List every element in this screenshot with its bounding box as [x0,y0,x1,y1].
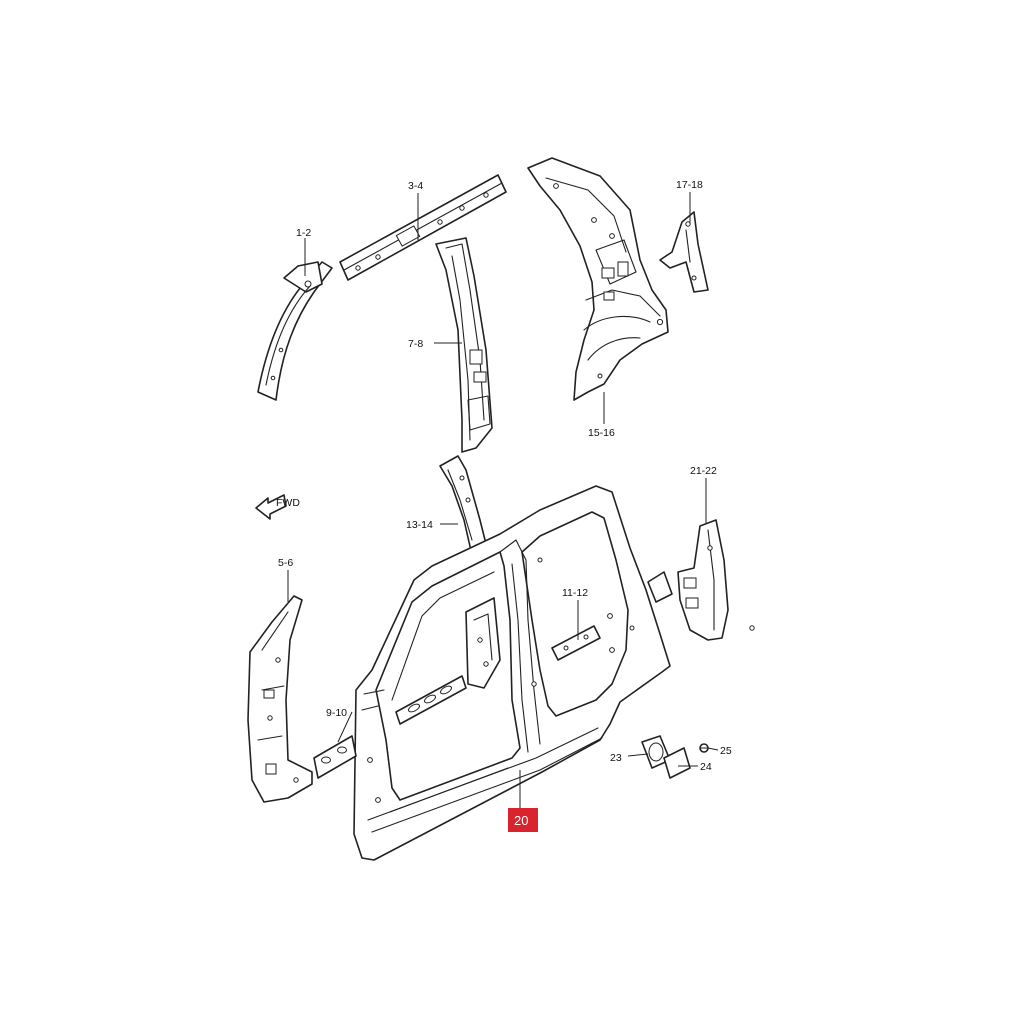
part-11-12-bracket-plate[interactable] [551,625,601,661]
callout-9-10: 9-10 [326,707,347,719]
part-3-4-roof-rail-inner[interactable] [339,174,507,281]
callout-5-6: 5-6 [278,557,293,569]
part-15-16-quarter-inner[interactable] [527,157,669,401]
leader-lines [287,192,719,808]
callout-11-12: 11-12 [562,587,588,599]
callout-13-14: 13-14 [406,519,433,531]
callout-24: 24 [700,761,712,773]
callout-15-16: 15-16 [588,427,615,439]
part-24-filler-lid[interactable] [663,747,691,779]
callout-7-8: 7-8 [408,338,423,350]
part-25-screw[interactable] [699,743,709,753]
part-9-10-sill-reinf[interactable] [313,735,357,779]
part-21-22-quarter-lower[interactable] [677,519,755,641]
callout-3-4: 3-4 [408,180,423,192]
callout-23: 23 [610,752,622,764]
callout-20-highlight[interactable]: 20 [508,808,538,832]
front-arrow-text: FWD [276,497,300,509]
part-17-18-rear-bracket[interactable] [659,211,709,293]
callout-20: 20 [514,813,528,828]
part-1-2-roof-rail-front[interactable] [257,261,333,401]
part-20-body-side-outer[interactable] [353,485,673,861]
part-5-6-hinge-pillar[interactable] [247,595,313,803]
callout-21-22: 21-22 [690,465,717,477]
callout-17-18: 17-18 [676,179,703,191]
callout-20-box [508,808,538,832]
part-7-8-center-pillar-inner[interactable] [435,237,493,453]
front-direction-arrow: FWD [255,494,300,520]
callout-25: 25 [720,745,732,757]
callout-1-2: 1-2 [296,227,311,239]
